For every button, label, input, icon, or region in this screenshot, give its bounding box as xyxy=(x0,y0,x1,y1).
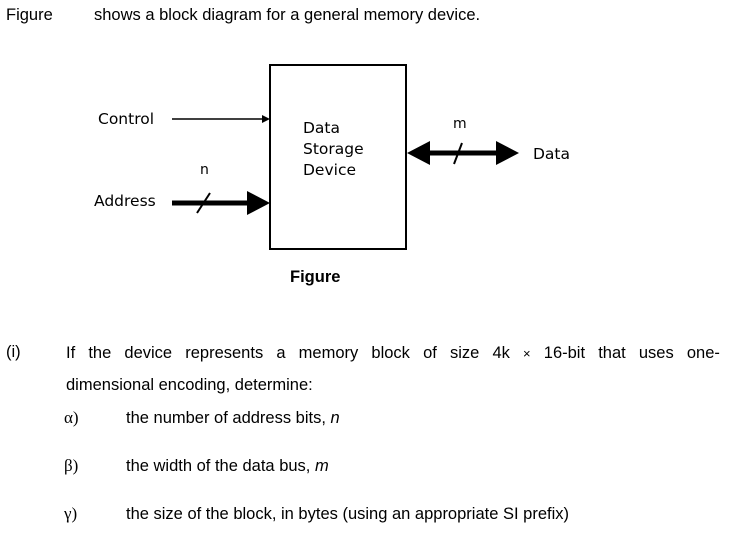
diagram-graphics xyxy=(172,64,519,250)
part-marker-beta: β) xyxy=(64,456,79,475)
word: the xyxy=(88,344,112,362)
figure-caption: Figure xyxy=(290,268,341,286)
storage-block xyxy=(269,64,407,250)
part-text: the size of the block, in bytes (using a… xyxy=(126,505,569,523)
question-number: (i) xyxy=(6,343,21,361)
word: one- xyxy=(686,344,720,362)
data-arrow-head-left xyxy=(407,141,430,165)
part-variable: n xyxy=(330,409,340,427)
part-text-beta: the width of the data bus, m xyxy=(126,457,329,476)
word: of xyxy=(423,344,437,362)
times-symbol: × xyxy=(523,346,531,361)
data-width-label: m xyxy=(453,116,467,132)
part-marker-alpha: α) xyxy=(64,408,79,427)
control-label: Control xyxy=(98,110,155,128)
intro-sentence: shows a block diagram for a general memo… xyxy=(94,6,481,24)
data-arrow-head-right xyxy=(496,141,519,165)
word: device xyxy=(124,344,173,362)
word: uses xyxy=(638,344,674,362)
part-text-gamma: the size of the block, in bytes (using a… xyxy=(126,505,569,524)
word: that xyxy=(598,344,626,362)
word: 16-bit xyxy=(543,344,586,362)
word: size xyxy=(449,344,480,362)
block-label: Data Storage Device xyxy=(303,118,364,181)
block-label-line: Data xyxy=(303,119,341,137)
data-bus-slash xyxy=(453,142,463,165)
part-variable: m xyxy=(314,457,329,475)
question-line-2: dimensional encoding, determine: xyxy=(66,376,313,394)
address-label: Address xyxy=(94,192,156,210)
block-label-line: Device xyxy=(303,161,357,179)
part-text-alpha: the number of address bits, n xyxy=(126,409,340,428)
block-label-line: Storage xyxy=(303,140,364,158)
address-arrow-head xyxy=(247,191,270,215)
address-bus-slash xyxy=(196,192,211,214)
word: memory xyxy=(298,344,359,362)
word: 4k xyxy=(492,344,510,362)
word: a xyxy=(276,344,286,362)
word: If xyxy=(66,344,76,362)
word: represents xyxy=(185,344,264,362)
data-label: Data xyxy=(533,145,571,163)
part-marker-gamma: γ) xyxy=(64,504,78,523)
address-width-label: n xyxy=(200,162,209,178)
part-text: the number of address bits, xyxy=(126,409,331,427)
figure-reference: Figure xyxy=(6,6,53,24)
word: block xyxy=(371,344,410,362)
part-text: the width of the data bus, xyxy=(126,457,315,475)
question-line-1: If the device represents a memory block … xyxy=(66,344,720,363)
control-arrow-head xyxy=(262,115,270,123)
